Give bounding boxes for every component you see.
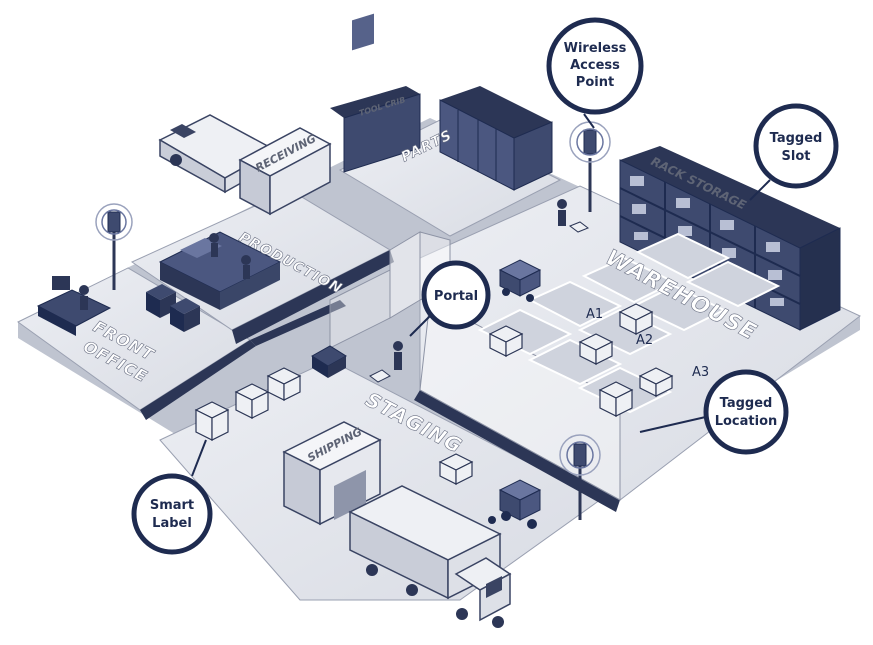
partition-wall <box>250 300 346 346</box>
staging-forklift <box>488 479 542 529</box>
worker-figure <box>209 233 219 243</box>
partition-wall <box>414 390 620 512</box>
svg-text:Tagged: Tagged <box>720 396 773 411</box>
callout-tagged-location: Tagged Location <box>639 369 789 455</box>
svg-text:Access: Access <box>570 58 620 73</box>
receiving-area: RECEIVING <box>158 114 332 216</box>
callout-wireless-access-point: Wireless Access Point <box>546 17 644 129</box>
shipping-area: SHIPPING <box>282 421 512 628</box>
slot-a3: A3 <box>692 365 709 380</box>
worker-hand-truck <box>557 199 590 233</box>
callout-portal: Portal <box>409 260 491 337</box>
svg-text:Point: Point <box>576 75 614 90</box>
svg-text:Portal: Portal <box>434 289 478 304</box>
svg-text:Wireless: Wireless <box>564 41 627 56</box>
access-point-staging <box>559 434 601 520</box>
pallet-boxes <box>488 303 674 417</box>
staging-pallets <box>194 367 474 485</box>
warehouse-slots <box>477 232 781 414</box>
slot-a2: A2 <box>636 333 653 348</box>
tool-crib: TOOL CRIB <box>330 13 421 173</box>
worker-figure <box>241 255 251 265</box>
slot-a1: A1 <box>586 307 603 322</box>
partition-wall <box>232 250 394 344</box>
access-point-office <box>95 203 133 290</box>
svg-text:Smart: Smart <box>150 498 194 513</box>
callout-tagged-slot: Tagged Slot <box>749 103 839 201</box>
glass-partition <box>329 269 391 349</box>
warehouse-area: A1 A2 A3 <box>477 199 781 417</box>
warehouse-forklift <box>498 259 542 302</box>
worker-figure <box>79 285 89 295</box>
svg-text:Location: Location <box>715 414 778 429</box>
office-monitor <box>52 276 70 290</box>
svg-text:Slot: Slot <box>782 149 811 164</box>
partition-wall <box>140 340 256 420</box>
svg-text:Label: Label <box>152 516 192 531</box>
svg-text:Tagged: Tagged <box>770 131 823 146</box>
callout-smart-label: Smart Label <box>131 439 213 555</box>
worker-hand-truck <box>369 341 403 383</box>
production-bins <box>146 284 200 332</box>
